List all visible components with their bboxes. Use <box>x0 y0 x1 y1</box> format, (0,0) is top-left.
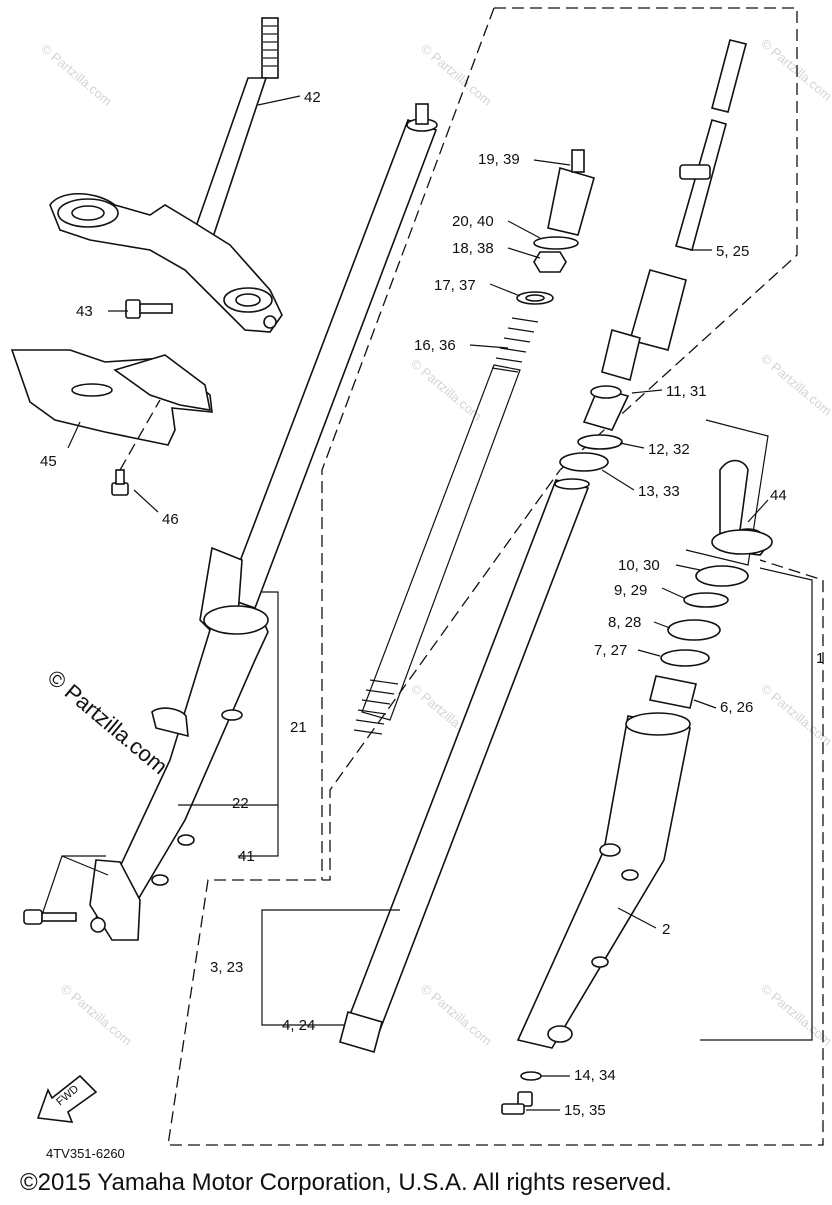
seal-stack <box>649 565 749 709</box>
watermark: © Partzilla.com <box>38 41 115 109</box>
cap-bolt-tube <box>629 39 747 351</box>
watermark-large: © Partzilla.com <box>43 665 173 779</box>
callout-1: 1 <box>816 650 824 667</box>
under-bracket <box>49 193 283 333</box>
callout-8-28: 8, 28 <box>608 614 641 631</box>
bolt-43 <box>125 299 173 319</box>
callout-16-36: 16, 36 <box>414 337 456 354</box>
callout-10-30: 10, 30 <box>618 557 660 574</box>
callout-4-24: 4, 24 <box>282 1017 315 1034</box>
callout-7-27: 7, 27 <box>594 642 627 659</box>
left-fork-assembly <box>89 103 438 941</box>
bushings-and-seals <box>559 329 641 472</box>
watermark: © Partzilla.com <box>758 351 832 419</box>
callout-18-38: 18, 38 <box>452 240 494 257</box>
part-44 <box>685 419 773 566</box>
damper-parts <box>516 149 595 305</box>
callout-5-25: 5, 25 <box>716 243 749 260</box>
fwd-arrow-icon: FWD <box>36 1074 98 1123</box>
leader-lines <box>41 95 813 1111</box>
callout-42: 42 <box>304 89 321 106</box>
copyright-text: ©2015 Yamaha Motor Corporation, U.S.A. A… <box>20 1169 672 1196</box>
cover-45 <box>10 349 213 446</box>
callout-14-34: 14, 34 <box>574 1067 616 1084</box>
watermark: © Partzilla.com <box>408 356 485 424</box>
callout-45: 45 <box>40 453 57 470</box>
inner-parts-outline <box>167 7 824 1146</box>
callout-6-26: 6, 26 <box>720 699 753 716</box>
watermark: © Partzilla.com <box>758 981 832 1049</box>
outer-tube <box>516 712 691 1049</box>
callout-13-33: 13, 33 <box>638 483 680 500</box>
callout-44: 44 <box>770 487 787 504</box>
watermark: © Partzilla.com <box>58 981 135 1049</box>
watermark: © Partzilla.com <box>758 36 832 104</box>
callout-12-32: 12, 32 <box>648 441 690 458</box>
callout-46: 46 <box>162 511 179 528</box>
callout-2: 2 <box>662 921 670 938</box>
drawing-code: 4TV351-6260 <box>46 1146 125 1161</box>
callout-19-39: 19, 39 <box>478 151 520 168</box>
watermark: © Partzilla.com <box>418 981 495 1049</box>
callout-41: 41 <box>238 848 255 865</box>
callout-9-29: 9, 29 <box>614 582 647 599</box>
callout-17-37: 17, 37 <box>434 277 476 294</box>
watermark: © Partzilla.com <box>418 41 495 109</box>
fork-spring <box>353 317 539 735</box>
callout-43: 43 <box>76 303 93 320</box>
watermark: © Partzilla.com <box>758 681 832 749</box>
callout-20-40: 20, 40 <box>452 213 494 230</box>
bolt-46 <box>111 399 161 496</box>
steering-stem <box>190 17 279 241</box>
callout-22: 22 <box>232 795 249 812</box>
group-outlines <box>167 7 824 1146</box>
callout-3-23: 3, 23 <box>210 959 243 976</box>
fork-tube-outline <box>321 7 495 880</box>
bolt-41 <box>23 909 77 925</box>
callout-labels: 42 43 45 46 19, 39 20, 40 18, 38 17, 37 … <box>40 89 824 1119</box>
inner-tube <box>339 478 590 1053</box>
callout-21: 21 <box>290 719 307 736</box>
drain-bolt <box>501 1071 542 1115</box>
callout-11-31: 11, 31 <box>666 383 707 400</box>
callout-15-35: 15, 35 <box>564 1102 606 1119</box>
